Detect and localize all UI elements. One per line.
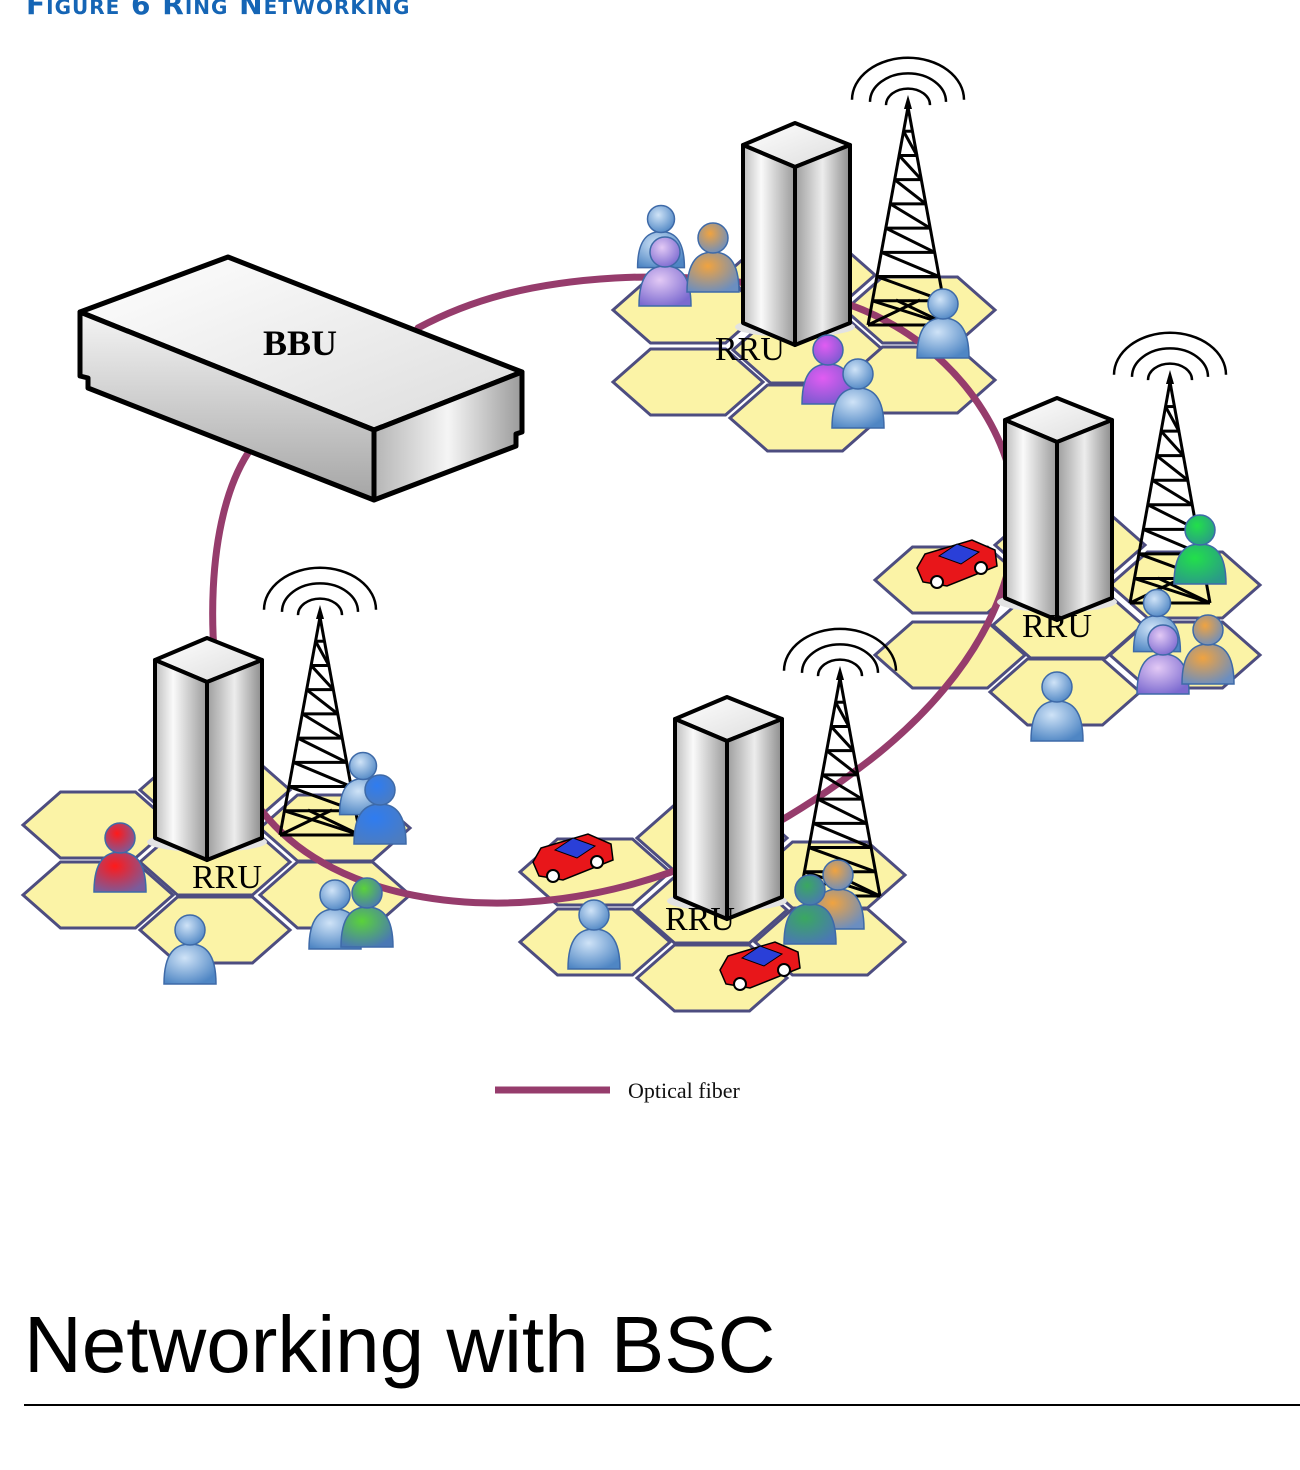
car-icon <box>916 539 998 589</box>
figure-caption: Figure 6 Ring Networking <box>26 0 411 21</box>
coverage-hex-cell <box>610 347 766 417</box>
rru-cabinet <box>667 695 787 921</box>
legend-label: Optical fiber <box>628 1078 740 1103</box>
user-icon <box>831 358 885 429</box>
rru-label: RRU <box>715 331 785 368</box>
user-icon <box>638 236 692 307</box>
radio-wave-icon <box>1146 362 1194 381</box>
user-icon <box>1173 514 1227 585</box>
bbu-unit: BBU <box>77 254 525 503</box>
radio-wave-icon <box>1130 347 1210 377</box>
user-icon <box>1136 624 1190 695</box>
radio-wave-icon <box>280 582 360 612</box>
user-icon <box>916 288 970 359</box>
car-icon <box>719 941 801 991</box>
bbu-label: BBU <box>263 323 337 363</box>
legend: Optical fiber <box>495 1078 740 1103</box>
user-icon <box>163 914 217 985</box>
user-icon <box>340 877 394 948</box>
user-icon <box>93 822 147 893</box>
user-icon <box>1181 614 1235 685</box>
radio-wave-icon <box>262 566 378 610</box>
section-heading: Networking with BSC <box>24 1300 776 1389</box>
radio-wave-icon <box>850 56 966 100</box>
car-icon <box>532 833 614 883</box>
coverage-hex-cell <box>137 895 293 965</box>
rru-label: RRU <box>192 859 262 896</box>
radio-wave-icon <box>1112 331 1228 375</box>
radio-wave-icon <box>800 643 880 673</box>
rru-label: RRU <box>1022 608 1092 645</box>
ring-network-diagram: BBU RRU RRU RRU RRU Optical fiber <box>20 56 1263 1103</box>
user-icon <box>567 899 621 970</box>
radio-wave-icon <box>296 597 344 616</box>
coverage-hex-cell <box>20 790 176 860</box>
user-icon <box>686 222 740 293</box>
radio-wave-icon <box>782 627 898 671</box>
rru-sites: RRU RRU RRU RRU <box>93 56 1235 991</box>
rru-cabinet <box>997 396 1117 622</box>
user-icon <box>783 874 837 945</box>
radio-wave-icon <box>868 72 948 102</box>
radio-wave-icon <box>884 87 932 106</box>
rru-cabinet <box>147 636 267 862</box>
rru-label: RRU <box>665 901 735 938</box>
radio-wave-icon <box>816 658 864 677</box>
user-icon <box>353 774 407 845</box>
antenna-tower-icon <box>262 566 378 837</box>
user-icon <box>1030 671 1084 742</box>
rru-cabinet <box>735 121 855 347</box>
heading-rule <box>24 1404 1300 1406</box>
